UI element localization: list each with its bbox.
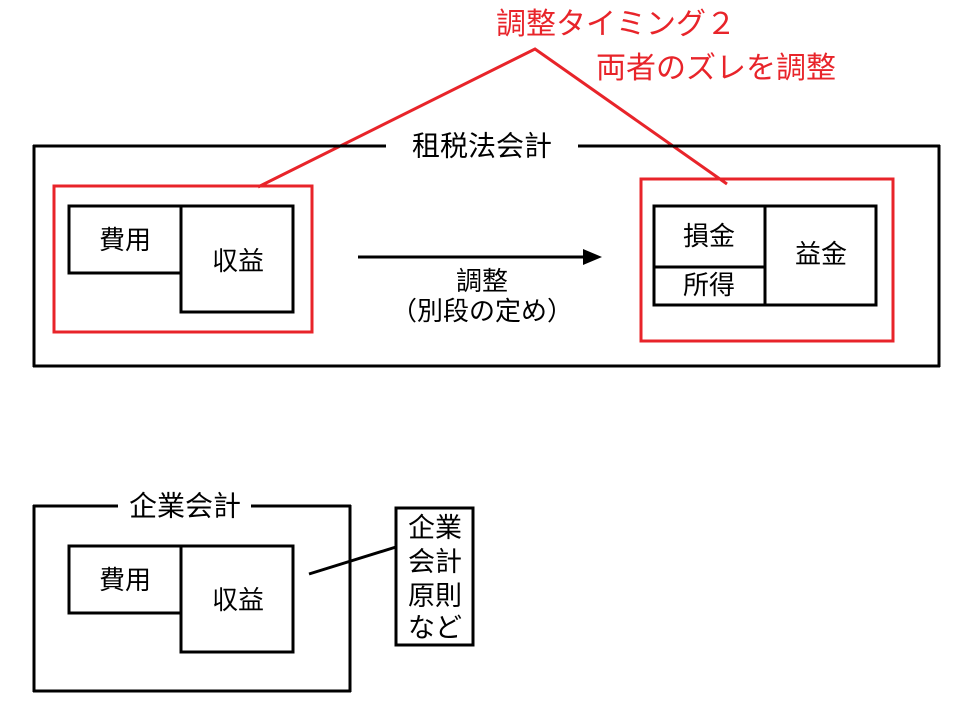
corp-cell-expense-box: [67, 544, 184, 615]
corp-cell-expense-label: 費用: [99, 565, 151, 595]
corp-cell-revenue-label: 収益: [212, 585, 264, 615]
annotation-line-1: 調整タイミング２: [496, 8, 736, 41]
tax-cell-expense-label: 費用: [99, 225, 151, 255]
tax-cell-revenue-box: [179, 204, 295, 314]
adjustment-arrow-label-1: 調整: [456, 266, 508, 296]
tax-left-highlight-box: [52, 184, 314, 334]
callout-box: [394, 506, 475, 647]
callout-line-1: 企業: [408, 513, 462, 543]
tax-cell-gain-label: 益金: [795, 239, 847, 269]
callout-line-3: 原則: [408, 581, 462, 611]
tax-cell-revenue-label: 収益: [212, 246, 264, 276]
tax-cell-expense-box: [67, 204, 184, 275]
annotation-leader-lines: [257, 47, 728, 189]
callout-connector-line: [308, 545, 397, 576]
callout-line-4: など: [408, 613, 462, 643]
tax-cell-gain-box: [763, 204, 878, 307]
callout-line-2: 会計: [408, 547, 462, 577]
tax-right-highlight-box: [639, 177, 895, 343]
tax-group-label: 租税法会計: [412, 130, 552, 161]
annotation-line-2: 両者のズレを調整: [596, 52, 836, 85]
corp-group-label: 企業会計: [129, 490, 241, 521]
corp-cell-revenue-box: [179, 544, 295, 654]
tax-cell-income-label: 所得: [683, 270, 735, 300]
adjustment-arrow-head: [583, 249, 602, 265]
adjustment-arrow-label-2: （別段の定め）: [391, 296, 573, 326]
tax-cell-loss-label: 損金: [683, 221, 735, 251]
